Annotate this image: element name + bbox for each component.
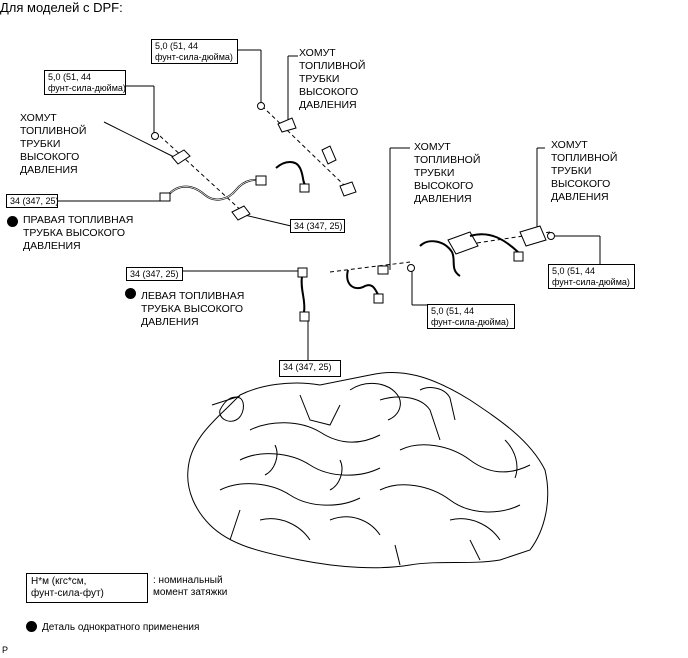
torque-box-large-bottom: 34 (347, 25)	[279, 360, 341, 377]
torque-box-small-top: 5,0 (51, 44 фунт-сила-дюйма)	[151, 39, 238, 64]
page-title: Для моделей с DPF:	[0, 0, 123, 15]
clamp-label-center: ХОМУТ ТОПЛИВНОЙ ТРУБКИ ВЫСОКОГО ДАВЛЕНИЯ	[414, 141, 481, 205]
torque-box-small-left: 5,0 (51, 44 фунт-сила-дюйма)	[44, 70, 126, 95]
legend-single-use-text: Деталь однократного применения	[42, 622, 200, 633]
torque-box-small-right: 5,0 (51, 44 фунт-сила-дюйма)	[548, 264, 635, 289]
legend-unit-description: : номинальный момент затяжки	[153, 575, 228, 598]
single-use-marker-left-pipe	[125, 288, 136, 299]
legend-single-use-marker	[26, 621, 37, 632]
torque-box-large-left-pipe: 34 (347, 25)	[126, 267, 183, 281]
corner-mark: P	[2, 645, 9, 655]
torque-box-small-mid-right: 5,0 (51, 44 фунт-сила-дюйма)	[427, 304, 515, 329]
clamp-label-left: ХОМУТ ТОПЛИВНОЙ ТРУБКИ ВЫСОКОГО ДАВЛЕНИЯ	[20, 112, 87, 176]
single-use-marker-right-pipe	[7, 216, 18, 227]
torque-box-large-mid: 34 (347, 25)	[290, 219, 345, 233]
clamp-label-right: ХОМУТ ТОПЛИВНОЙ ТРУБКИ ВЫСОКОГО ДАВЛЕНИЯ	[551, 139, 618, 203]
legend-unit-box: Н*м (кгс*см, фунт-сила-фут)	[26, 573, 148, 603]
left-pipe-label: ЛЕВАЯ ТОПЛИВНАЯ ТРУБКА ВЫСОКОГО ДАВЛЕНИЯ	[141, 290, 245, 328]
torque-box-large-left: 34 (347, 25)	[6, 194, 59, 208]
clamp-label-top-right: ХОМУТ ТОПЛИВНОЙ ТРУБКИ ВЫСОКОГО ДАВЛЕНИЯ	[299, 47, 366, 111]
right-pipe-label: ПРАВАЯ ТОПЛИВНАЯ ТРУБКА ВЫСОКОГО ДАВЛЕНИ…	[23, 214, 134, 252]
